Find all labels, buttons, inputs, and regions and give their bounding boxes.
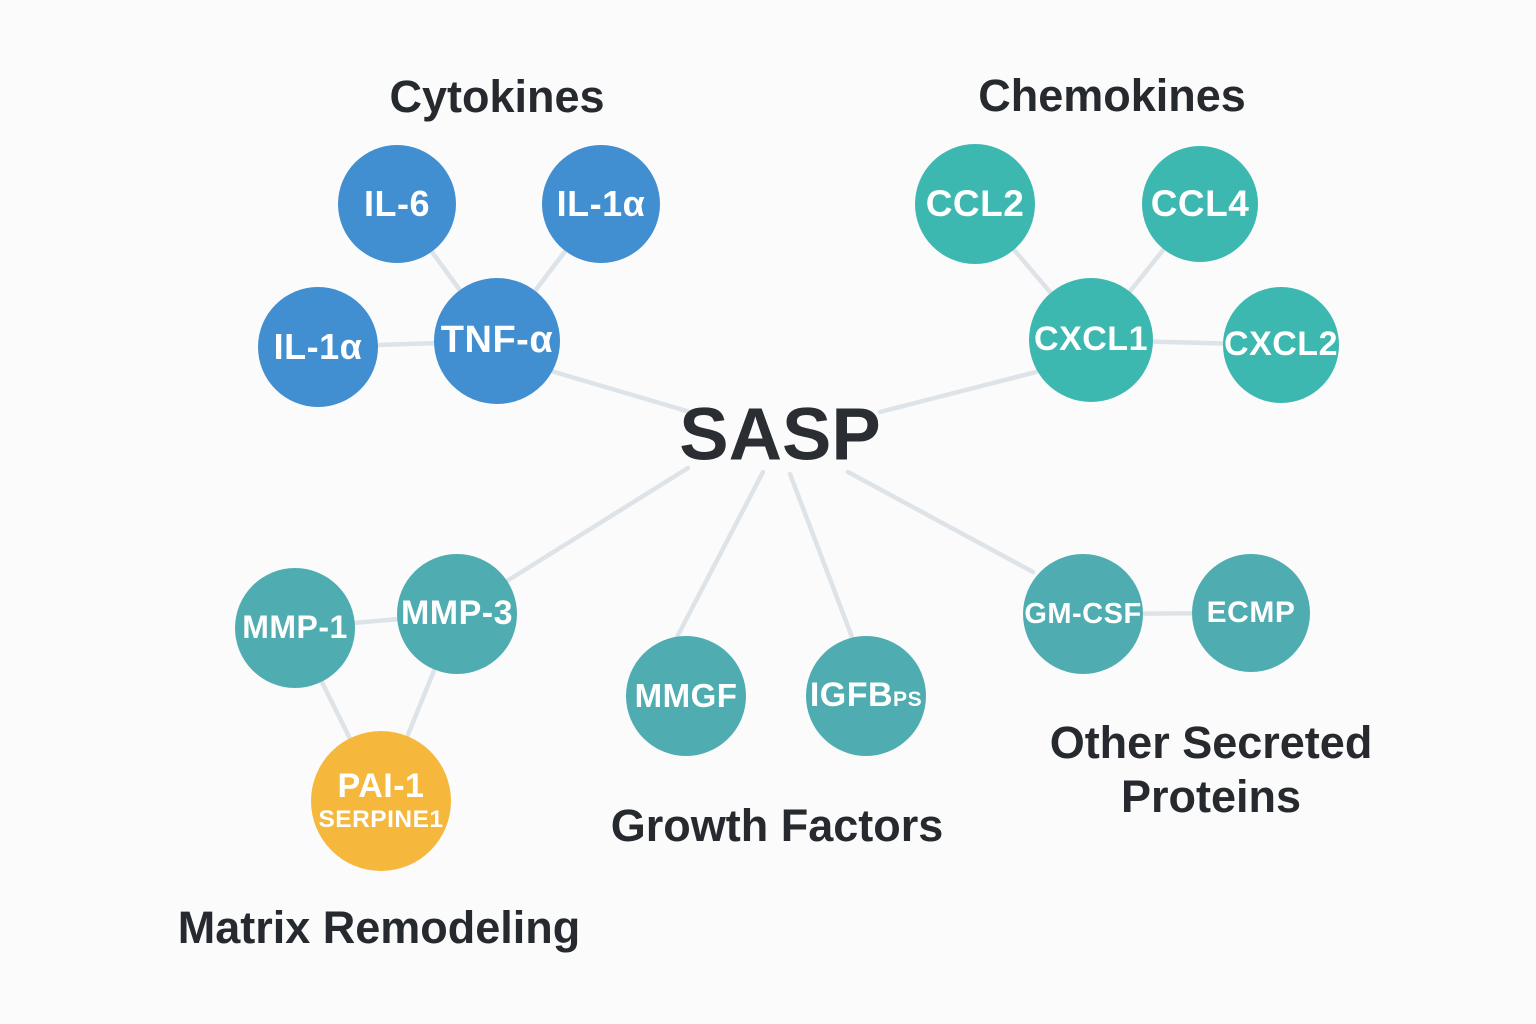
node-label: GM-CSF bbox=[1024, 597, 1142, 630]
node-tnf-a: TNF-α bbox=[434, 278, 560, 404]
node-mmp-3: MMP-3 bbox=[397, 554, 517, 674]
node-label: IGFBPS bbox=[809, 676, 923, 715]
node-ecmp: ECMP bbox=[1192, 554, 1310, 672]
node-label: ECMP bbox=[1206, 596, 1296, 630]
group-title-cytokines: Cytokines bbox=[389, 71, 605, 122]
node-gm-csf: GM-CSF bbox=[1023, 554, 1143, 674]
node-label: MMP-1 bbox=[242, 609, 348, 646]
node-label: TNF-α bbox=[440, 319, 554, 362]
node-il-6: IL-6 bbox=[338, 145, 456, 263]
group-title-chemokines: Chemokines bbox=[978, 70, 1246, 121]
node-label: CXCL2 bbox=[1224, 325, 1338, 364]
sasp-cxcl1 bbox=[877, 369, 1039, 415]
node-mmgf: MMGF bbox=[626, 636, 746, 756]
node-ccl4: CCL4 bbox=[1142, 146, 1258, 262]
node-cxcl2: CXCL2 bbox=[1223, 287, 1339, 403]
sasp-mmp-3 bbox=[496, 465, 691, 589]
sasp-mmgf bbox=[674, 469, 766, 640]
node-label: CXCL1 bbox=[1034, 320, 1148, 359]
node-label: PAI-1 bbox=[337, 767, 425, 806]
node-label: IL-1α bbox=[556, 183, 646, 225]
node-label: CCL4 bbox=[1150, 182, 1250, 224]
center-label-sasp: SASP bbox=[679, 392, 881, 476]
sasp-gm-csf bbox=[845, 469, 1036, 575]
node-label: MMP-3 bbox=[400, 594, 514, 633]
node-label-suffix: PS bbox=[893, 688, 923, 712]
node-il-1a-left: IL-1α bbox=[258, 287, 378, 407]
node-label: MMGF bbox=[634, 676, 738, 714]
sasp-igfbps bbox=[787, 471, 855, 640]
node-label: CCL2 bbox=[925, 182, 1025, 224]
node-ccl2: CCL2 bbox=[915, 144, 1035, 264]
node-label-line2: SERPINE1 bbox=[318, 806, 444, 834]
group-title-matrix-remodeling: Matrix Remodeling bbox=[177, 902, 581, 953]
node-igfbps: IGFBPS bbox=[806, 636, 926, 756]
node-label: IL-1α bbox=[273, 326, 363, 368]
sasp-tnf-a bbox=[548, 368, 693, 415]
node-mmp-1: MMP-1 bbox=[235, 568, 355, 688]
group-title-other-secreted-proteins: Other Secreted Proteins bbox=[1049, 717, 1373, 822]
node-il-1a-top: IL-1α bbox=[542, 145, 660, 263]
node-label: IL-6 bbox=[363, 183, 430, 225]
group-title-growth-factors: Growth Factors bbox=[610, 800, 944, 851]
node-cxcl1: CXCL1 bbox=[1029, 278, 1153, 402]
